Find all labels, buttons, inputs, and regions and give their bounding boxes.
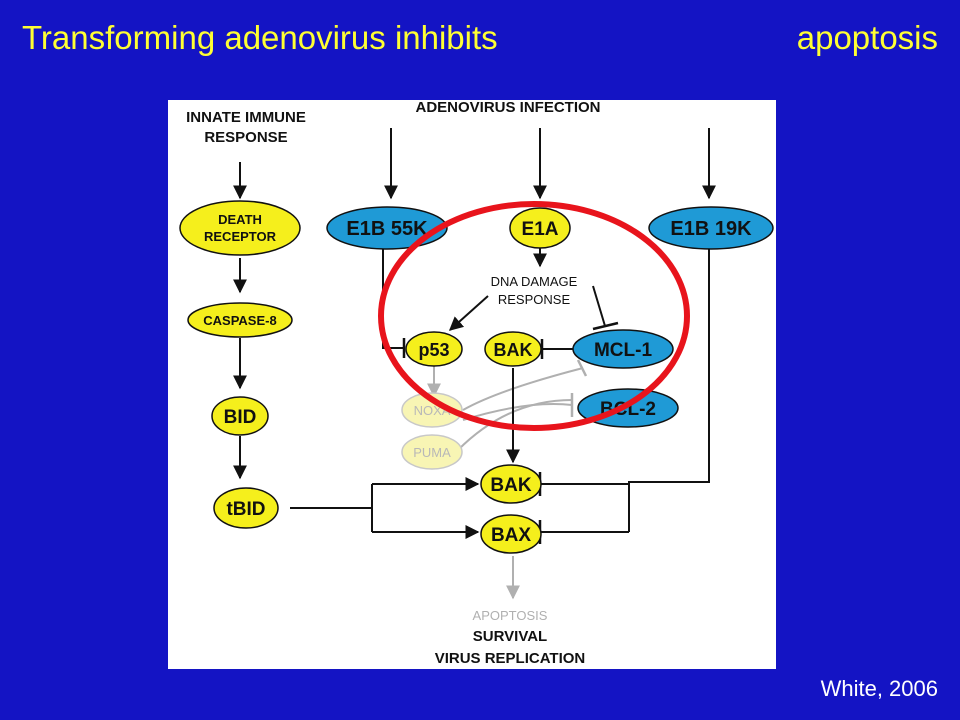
arrow-dna-damage-to-p53 xyxy=(448,295,489,331)
inhibition-bar-mcl1-grey xyxy=(576,359,588,377)
survival-label: SURVIVAL xyxy=(473,628,547,645)
bax-label: BAX xyxy=(491,525,531,546)
node-e1b-19k: E1B 19K xyxy=(648,206,774,250)
highlight-circle xyxy=(378,201,690,431)
slide-title: Transforming adenovirus inhibits xyxy=(22,19,498,56)
node-bak-top: BAK xyxy=(484,331,542,367)
innate-immune-label-1: INNATE IMMUNE xyxy=(186,109,306,126)
inhibition-e1b19k xyxy=(628,248,710,532)
bak-top-label: BAK xyxy=(494,340,533,360)
inhibition-noxa-mcl1 xyxy=(462,367,584,411)
e1b55k-label: E1B 55K xyxy=(346,218,428,240)
apoptosis-label: APOPTOSIS xyxy=(473,608,548,623)
inhibition-bar-mcl1 xyxy=(592,321,619,331)
node-e1a: E1A xyxy=(509,207,571,249)
death-receptor-label-2: RECEPTOR xyxy=(204,229,277,244)
inhibition-puma-bcl2 xyxy=(457,399,573,451)
node-e1b-55k: E1B 55K xyxy=(326,206,448,250)
innate-immune-label-2: RESPONSE xyxy=(204,129,287,146)
mcl1-label: MCL-1 xyxy=(594,340,652,361)
node-death-receptor: DEATH RECEPTOR xyxy=(179,200,301,256)
inhibition-dna-damage-mcl1 xyxy=(592,285,606,327)
death-receptor-label-1: DEATH xyxy=(218,212,262,227)
virus-replication-label: VIRUS REPLICATION xyxy=(435,650,586,667)
node-mcl-1: MCL-1 xyxy=(572,329,674,369)
bid-label: BID xyxy=(224,407,257,428)
pathway-diagram: INNATE IMMUNE RESPONSE ADENOVIRUS INFECT… xyxy=(168,100,776,669)
node-bid: BID xyxy=(211,396,269,436)
node-puma: PUMA xyxy=(401,434,463,470)
bak-bottom-label: BAK xyxy=(490,475,531,496)
inhibition-noxa-bcl2 xyxy=(462,403,573,421)
slide-title-continuation: apoptosis xyxy=(796,19,938,56)
node-bax: BAX xyxy=(480,514,542,554)
dna-damage-label-1: DNA DAMAGE xyxy=(491,274,578,289)
node-caspase-8: CASPASE-8 xyxy=(187,302,293,338)
dna-damage-label-2: RESPONSE xyxy=(498,292,571,307)
citation: White, 2006 xyxy=(820,676,938,701)
adenovirus-infection-label: ADENOVIRUS INFECTION xyxy=(415,100,600,116)
e1b19k-label: E1B 19K xyxy=(670,218,752,240)
node-tbid: tBID xyxy=(213,487,279,529)
caspase8-label: CASPASE-8 xyxy=(203,313,276,328)
e1a-label: E1A xyxy=(522,219,559,240)
tbid-label: tBID xyxy=(226,499,265,520)
p53-label: p53 xyxy=(418,340,449,360)
node-bak-bottom: BAK xyxy=(480,464,542,504)
inhibition-e1b55k-p53 xyxy=(382,248,404,349)
puma-label: PUMA xyxy=(413,445,451,460)
node-p53: p53 xyxy=(405,331,463,367)
